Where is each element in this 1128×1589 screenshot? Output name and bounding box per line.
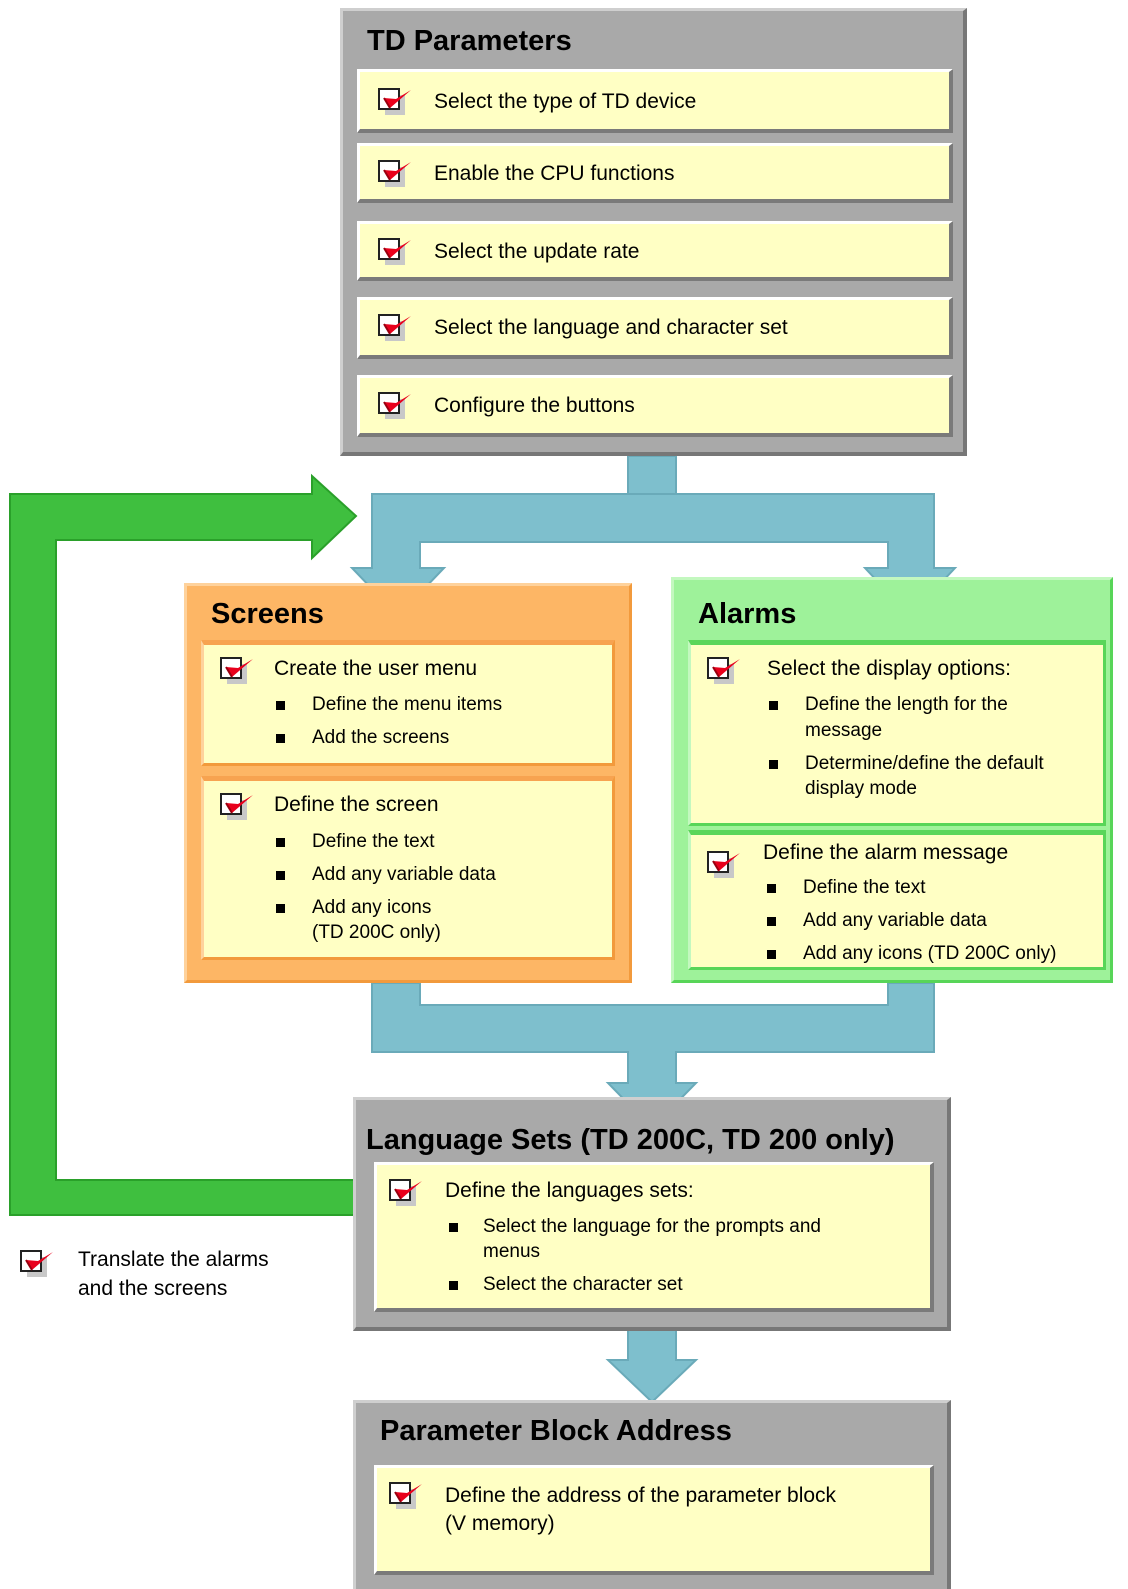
td-item-label: Select the update rate [434, 240, 640, 263]
bullet-icon [767, 917, 776, 926]
bullet-icon [276, 871, 285, 880]
checkbox-icon [387, 1177, 427, 1211]
bullet-icon [449, 1281, 458, 1290]
td-parameters-title: TD Parameters [367, 25, 572, 57]
language-sets-section[interactable]: Define the languages sets: Select the la… [374, 1162, 934, 1312]
td-item-label: Select the type of TD device [434, 90, 697, 113]
td-item-language[interactable]: Select the language and character set [357, 297, 953, 359]
checkbox-icon [705, 655, 745, 689]
bullet-text-continued: menus [483, 1241, 541, 1262]
section-heading: Select the display options: [767, 657, 1011, 680]
bullet-text: Define the length for the [805, 694, 1008, 715]
bullet-text: Add any icons [312, 897, 432, 918]
parameter-block-line: Define the address of the parameter bloc… [445, 1484, 837, 1507]
checkbox-icon [376, 390, 416, 424]
bullet-text: Add any variable data [803, 910, 987, 931]
bullet-text: Define the menu items [312, 694, 503, 715]
bullet-text-continued: (TD 200C only) [312, 922, 441, 943]
parameter-block-section[interactable]: Define the address of the parameter bloc… [374, 1465, 934, 1575]
blue-down-arrow [605, 1329, 699, 1404]
alarms-panel: Alarms Select the display options: Defin… [671, 577, 1113, 983]
parameter-block-line-continued: (V memory) [445, 1512, 555, 1535]
bullet-icon [276, 734, 285, 743]
td-item-label: Enable the CPU functions [434, 162, 675, 185]
checkbox-icon [705, 849, 745, 883]
screens-section-user-menu[interactable]: Create the user menu Define the menu ite… [201, 640, 615, 766]
td-item-cpu[interactable]: Enable the CPU functions [357, 143, 953, 203]
td-item-device[interactable]: Select the type of TD device [357, 69, 953, 133]
checkbox-icon [387, 1480, 427, 1514]
section-heading: Define the screen [274, 793, 439, 816]
screens-title: Screens [211, 598, 324, 630]
bullet-icon [767, 884, 776, 893]
alarms-section-display-options[interactable]: Select the display options: Define the l… [688, 640, 1106, 826]
bullet-icon [769, 701, 778, 710]
translate-note-line: Translate the alarms [78, 1248, 269, 1271]
bullet-text: Select the character set [483, 1274, 683, 1295]
parameter-block-panel: Parameter Block Address Define the addre… [353, 1400, 951, 1589]
translate-note-line-continued: and the screens [78, 1277, 228, 1300]
blue-split-arrow [349, 455, 958, 618]
td-parameters-panel: TD Parameters Select the type of TD devi… [340, 8, 967, 456]
translate-note: Translate the alarms and the screens [18, 1244, 318, 1314]
alarms-title: Alarms [698, 598, 797, 630]
alarms-section-alarm-message[interactable]: Define the alarm message Define the text… [688, 830, 1106, 970]
bullet-icon [276, 701, 285, 710]
bullet-icon [767, 950, 776, 959]
bullet-text: Determine/define the default [805, 753, 1044, 774]
bullet-text: Add any icons (TD 200C only) [803, 943, 1057, 964]
bullet-icon [769, 760, 778, 769]
language-sets-title: Language Sets (TD 200C, TD 200 only) [366, 1124, 895, 1156]
checkbox-icon [376, 158, 416, 192]
green-loop-arrow [9, 473, 358, 1216]
bullet-icon [449, 1223, 458, 1232]
bullet-icon [276, 838, 285, 847]
language-sets-panel: Language Sets (TD 200C, TD 200 only) Def… [353, 1097, 951, 1331]
section-heading: Define the languages sets: [445, 1179, 694, 1202]
td-item-label: Configure the buttons [434, 394, 635, 417]
screens-section-define-screen[interactable]: Define the screen Define the text Add an… [201, 776, 615, 960]
checkbox-icon [376, 312, 416, 346]
screens-panel: Screens Create the user menu Define the … [184, 583, 632, 983]
checkbox-icon [18, 1248, 58, 1282]
bullet-text: Define the text [312, 831, 435, 852]
checkbox-icon [376, 86, 416, 120]
checkbox-icon [218, 655, 258, 689]
blue-merge-arrow [371, 982, 935, 1130]
parameter-block-title: Parameter Block Address [380, 1415, 732, 1447]
bullet-icon [276, 904, 285, 913]
bullet-text: Add any variable data [312, 864, 496, 885]
td-item-label: Select the language and character set [434, 316, 788, 339]
bullet-text: Add the screens [312, 727, 450, 748]
checkbox-icon [376, 236, 416, 270]
td-item-update-rate[interactable]: Select the update rate [357, 221, 953, 281]
bullet-text: Define the text [803, 877, 926, 898]
bullet-text-continued: message [805, 720, 883, 741]
bullet-text-continued: display mode [805, 778, 917, 799]
section-heading: Create the user menu [274, 657, 478, 680]
td-item-buttons[interactable]: Configure the buttons [357, 375, 953, 437]
bullet-text: Select the language for the prompts and [483, 1216, 822, 1237]
checkbox-icon [218, 791, 258, 825]
section-heading: Define the alarm message [763, 841, 1009, 864]
